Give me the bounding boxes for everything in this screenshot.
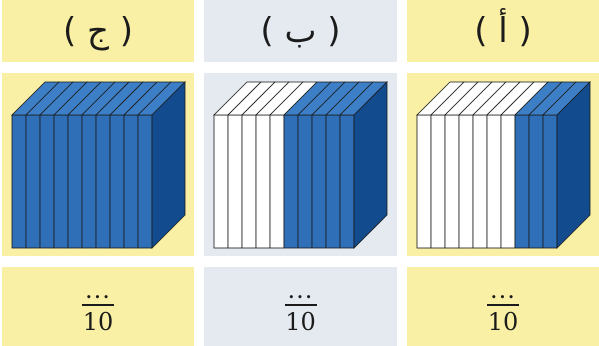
fraction-bar-a — [487, 304, 519, 306]
cube-front-slice — [487, 115, 501, 248]
fraction-numerator-a[interactable]: ... — [490, 279, 516, 301]
header-cell-c: ( ج ) — [2, 0, 194, 62]
cube-front-slice — [54, 115, 68, 248]
cube-front-slice — [96, 115, 110, 248]
cube-front-slice — [326, 115, 340, 248]
fraction-numerator-c[interactable]: ... — [85, 279, 111, 301]
cube-front-slice — [473, 115, 487, 248]
cube-front-slice — [40, 115, 54, 248]
cube-cell-c — [2, 73, 194, 256]
cube-front-slice — [417, 115, 431, 248]
column-label-a: ( أ ) — [474, 11, 532, 51]
sliced-cube-b — [204, 73, 397, 256]
cube-front-slice — [445, 115, 459, 248]
fraction-b: ... 10 — [285, 279, 317, 334]
fraction-bar-b — [285, 304, 317, 306]
cube-front-slice — [228, 115, 242, 248]
cube-front-slice — [543, 115, 557, 248]
fraction-denominator-c: 10 — [83, 310, 114, 334]
cube-front-slice — [82, 115, 96, 248]
cube-front-slice — [284, 115, 298, 248]
cube-front-slice — [242, 115, 256, 248]
cube-front-slice — [12, 115, 26, 248]
fraction-c: ... 10 — [82, 279, 114, 334]
cube-front-slice — [68, 115, 82, 248]
cube-front-slice — [124, 115, 138, 248]
cube-front-slice — [431, 115, 445, 248]
cube-front-slice — [340, 115, 354, 248]
cube-front-slice — [26, 115, 40, 248]
header-cell-a: ( أ ) — [407, 0, 599, 62]
cube-cell-a — [407, 73, 599, 256]
fraction-cell-c: ... 10 — [2, 267, 194, 346]
sliced-cube-c — [2, 73, 194, 256]
fraction-a: ... 10 — [487, 279, 519, 334]
fraction-numerator-b[interactable]: ... — [288, 279, 314, 301]
header-cell-b: ( ب ) — [204, 0, 397, 62]
fraction-cell-a: ... 10 — [407, 267, 599, 346]
sliced-cube-a — [407, 73, 599, 256]
cube-front-slice — [270, 115, 284, 248]
cube-front-slice — [138, 115, 152, 248]
cube-front-slice — [459, 115, 473, 248]
cube-front-slice — [256, 115, 270, 248]
cube-front-slice — [529, 115, 543, 248]
cube-front-slice — [110, 115, 124, 248]
fraction-cell-b: ... 10 — [204, 267, 397, 346]
column-label-b: ( ب ) — [260, 11, 340, 51]
cube-front-slice — [515, 115, 529, 248]
fraction-denominator-a: 10 — [488, 310, 519, 334]
fraction-denominator-b: 10 — [285, 310, 316, 334]
cube-front-slice — [312, 115, 326, 248]
fraction-bar-c — [82, 304, 114, 306]
cube-front-slice — [214, 115, 228, 248]
cube-front-slice — [501, 115, 515, 248]
cube-front-slice — [298, 115, 312, 248]
column-label-c: ( ج ) — [63, 11, 133, 51]
cube-cell-b — [204, 73, 397, 256]
